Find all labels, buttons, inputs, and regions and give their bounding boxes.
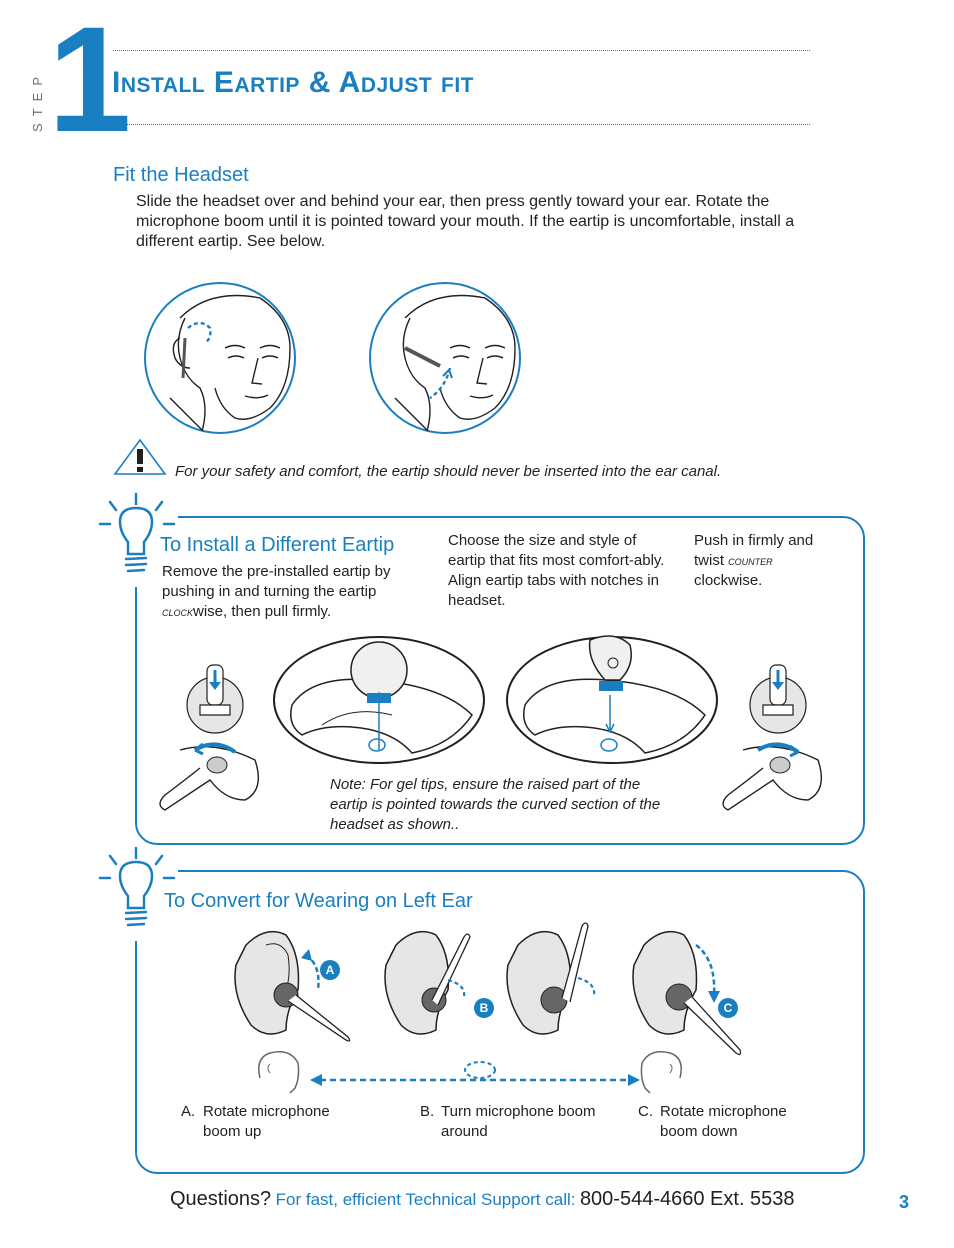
headset-step-a-illustration [234,930,351,1042]
headset-step-b-illustration [384,930,471,1035]
install-heading: To Install a Different Eartip [160,534,395,556]
footer-support: For fast, efficient Technical Support ca… [275,1190,576,1209]
install-step-1-a: Remove the pre-installed eartip by pushi… [162,563,391,600]
badge-c: C [718,998,738,1018]
step-number: 1 [48,0,131,163]
install-step-1-c: wise, then pull firmly. [193,603,332,620]
warning-icon [113,438,167,475]
install-step-1: Remove the pre-installed eartip by pushi… [162,562,424,622]
install-step-3-c: clockwise. [694,572,763,589]
page-number: 3 [899,1192,910,1212]
page-title: Install Eartip & Adjust fit [112,66,474,99]
install-step-1-b: clock [162,604,194,619]
eartip-align-illustration-2 [506,635,718,764]
lightbulb-icon-2 [98,846,178,941]
badge-a: A [320,960,340,980]
warning-text: For your safety and comfort, the eartip … [175,463,722,480]
headset-step-c-illustration [632,930,742,1056]
install-step-2: Choose the size and style of eartip that… [448,532,665,609]
head-illustration-1 [144,282,296,434]
install-panel [135,516,865,845]
step-label: STEP [30,70,45,132]
left-right-ear-diagram [258,1051,682,1094]
fit-body: Slide the headset over and behind your e… [136,193,795,250]
head-illustration-2 [369,282,521,434]
headset-install-illustration [722,664,822,811]
eartip-align-illustration-1 [273,636,485,764]
headset-step-b2-illustration [506,922,596,1035]
convert-panel [135,870,865,1174]
install-step-3-b: counter [728,553,773,568]
gel-tip-note: Note: For gel tips, ensure the raised pa… [330,776,661,833]
badge-b: B [474,998,494,1018]
headset-remove-illustration [159,664,259,811]
top-divider [113,50,810,51]
lightbulb-icon [98,492,178,587]
caption-a: Rotate microphone boom up [203,1103,330,1140]
footer-questions: Questions? [170,1188,272,1210]
footer-phone: 800-544-4660 Ext. 5538 [579,1188,795,1210]
install-step-3: Push in firmly and twist counter clockwi… [694,531,844,591]
bottom-divider [113,124,810,125]
fit-heading: Fit the Headset [113,164,249,186]
caption-a-letter: A. [181,1103,196,1120]
caption-b-letter: B. [420,1103,435,1120]
caption-b: Turn microphone boom around [441,1103,596,1140]
convert-heading: To Convert for Wearing on Left Ear [164,890,473,912]
install-step-3-a: Push in firmly and twist [694,532,814,569]
footer-support-line: Questions? For fast, efficient Technical… [170,1188,795,1211]
caption-c: Rotate microphone boom down [660,1103,787,1140]
caption-c-letter: C. [638,1103,653,1120]
